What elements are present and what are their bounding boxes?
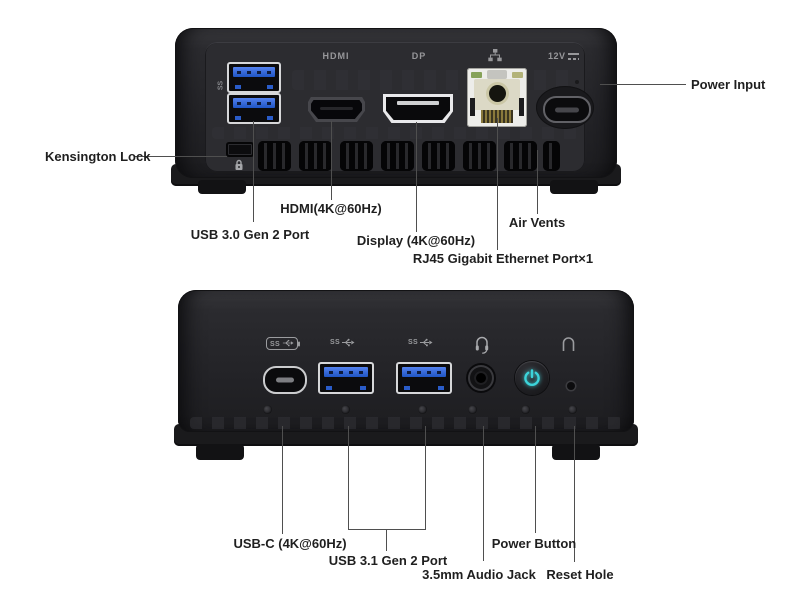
usb-c-port-front <box>263 366 307 394</box>
callout-rj45: RJ45 Gigabit Ethernet Port×1 <box>412 251 594 266</box>
usb-tongue <box>324 367 368 377</box>
usba1-ss-icon: SS <box>330 338 355 347</box>
power-button <box>515 361 549 395</box>
audio-jack <box>466 363 496 393</box>
leader-display <box>416 122 417 232</box>
leader-air-vents <box>537 150 538 214</box>
hdmi-port <box>308 97 365 122</box>
dc-symbol-icon <box>567 52 579 61</box>
leader-usbc <box>282 426 283 534</box>
usb-a-port-rear-bottom <box>227 93 281 124</box>
screw-dot <box>568 405 577 414</box>
screw-dot <box>418 405 427 414</box>
air-vent <box>504 141 537 171</box>
front-foot-left <box>196 444 244 460</box>
callout-usb30: USB 3.0 Gen 2 Port <box>190 227 310 242</box>
hdmi-printed-label: HDMI <box>322 51 350 61</box>
air-vent <box>340 141 373 171</box>
rear-usb-ss-marking: SS <box>217 80 225 91</box>
screw-dot <box>521 405 530 414</box>
leader-usb30 <box>253 121 254 222</box>
kensington-lock-slot <box>226 142 254 157</box>
rj45-hole <box>489 85 506 102</box>
leader-rj45 <box>497 118 498 250</box>
rear-foot-left <box>198 180 246 194</box>
rear-deco-slots-top <box>292 70 578 90</box>
leader-usb-stem <box>386 529 387 551</box>
rj45-latch <box>487 70 507 79</box>
headset-icon <box>474 334 490 359</box>
usb-a-port-front-1 <box>318 362 374 394</box>
callout-reset-hole: Reset Hole <box>546 567 614 582</box>
screw-dot <box>341 405 350 414</box>
usbc-ss-icon: SS <box>266 337 299 350</box>
rj45-clip-right <box>519 98 524 116</box>
lock-icon <box>234 158 244 176</box>
dp-printed-label: DP <box>411 51 427 61</box>
screw-dot <box>263 405 272 414</box>
callout-usb31: USB 3.1 Gen 2 Port <box>328 553 448 568</box>
air-vent <box>381 141 414 171</box>
callout-hdmi: HDMI(4K@60Hz) <box>280 201 382 216</box>
usb-tongue <box>233 98 275 108</box>
rj45-port <box>467 68 527 127</box>
leader-usb-bracket <box>348 529 426 530</box>
air-vent <box>299 141 332 171</box>
usb-a-port-rear-top <box>227 62 281 93</box>
usb-tongue <box>233 67 275 77</box>
usb-a-port-front-2 <box>396 362 452 394</box>
leader-power-button <box>535 426 536 533</box>
ethernet-icon <box>488 49 502 67</box>
leader-power-input <box>600 84 686 85</box>
leader-usba1 <box>348 426 349 529</box>
air-vent-narrow <box>543 141 560 171</box>
rj45-clip-left <box>470 98 475 116</box>
front-perforations <box>190 417 622 429</box>
usb-tongue <box>402 367 446 377</box>
rear-foot-right <box>550 180 598 194</box>
rj45-led-right <box>512 72 523 78</box>
air-vent <box>463 141 496 171</box>
screw-dot <box>468 405 477 414</box>
air-vent <box>258 141 291 171</box>
front-foot-right <box>552 444 600 460</box>
dc-power-printed-label: 12V <box>548 51 579 61</box>
headphone-icon <box>561 334 576 358</box>
callout-usbc: USB-C (4K@60Hz) <box>233 536 347 551</box>
displayport-port <box>383 94 453 123</box>
callout-air-vents: Air Vents <box>508 215 566 230</box>
callout-kensington-lock: Kensington Lock <box>45 149 151 164</box>
callout-display: Display (4K@60Hz) <box>356 233 476 248</box>
power-input-usbc-port <box>543 96 591 123</box>
leader-audio <box>483 426 484 561</box>
leader-kensington <box>135 156 227 157</box>
rj45-pins <box>481 110 513 123</box>
usba2-ss-icon: SS <box>408 338 433 347</box>
reset-hole <box>567 382 575 390</box>
rear-deco-slots-bottom <box>212 127 578 139</box>
leader-usba2 <box>425 426 426 529</box>
power-input-dot <box>575 80 579 84</box>
power-icon <box>524 369 540 386</box>
rj45-led-left <box>471 72 482 78</box>
leader-hdmi <box>331 121 332 200</box>
air-vent <box>422 141 455 171</box>
callout-power-input: Power Input <box>691 77 766 92</box>
leader-reset <box>574 426 575 562</box>
callout-audio: 3.5mm Audio Jack <box>422 567 536 582</box>
callout-power-button: Power Button <box>491 536 577 551</box>
front-body <box>178 290 634 432</box>
